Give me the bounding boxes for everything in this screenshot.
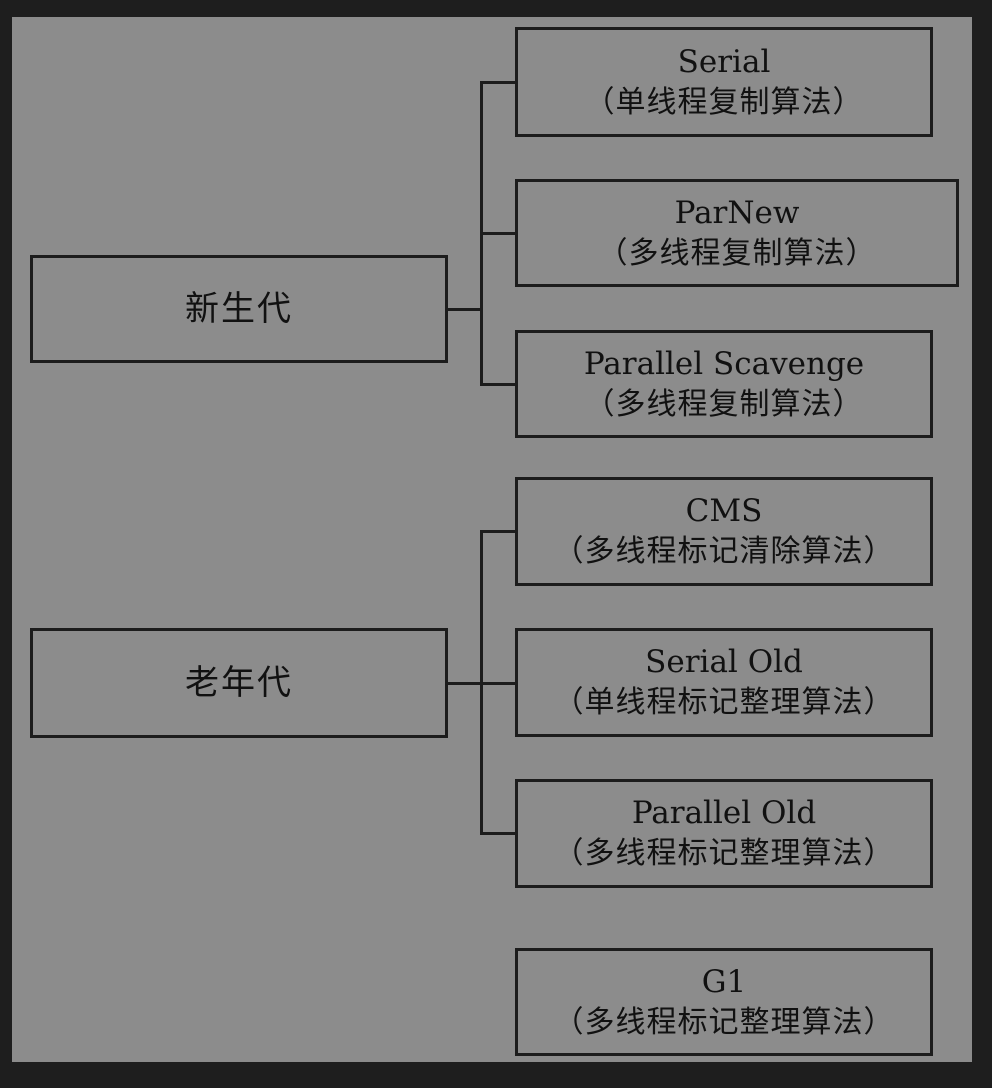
collector-box-parallel-old: Parallel Old （多线程标记整理算法） — [515, 779, 933, 888]
collector-name: Serial — [677, 43, 771, 80]
collector-algorithm: （单线程复制算法） — [584, 84, 864, 120]
young-generation-box: 新生代 — [30, 255, 448, 363]
connector-old-branch-cms — [480, 530, 518, 533]
connector-young-stem — [447, 308, 483, 311]
old-generation-label: 老年代 — [185, 662, 293, 703]
collector-algorithm: （多线程复制算法） — [584, 386, 864, 422]
collector-name: ParNew — [674, 194, 800, 231]
collector-box-serial: Serial （单线程复制算法） — [515, 27, 933, 137]
connector-young-branch-scavenge — [480, 383, 518, 386]
collector-name: CMS — [685, 493, 763, 530]
collector-box-cms: CMS （多线程标记清除算法） — [515, 477, 933, 586]
collector-box-serial-old: Serial Old （单线程标记整理算法） — [515, 628, 933, 737]
diagram-canvas: 新生代 老年代 Serial （单线程复制算法） ParNew （多线程复制算法… — [12, 17, 972, 1062]
connector-young-branch-serial — [480, 81, 518, 84]
collector-box-parallel-scavenge: Parallel Scavenge （多线程复制算法） — [515, 330, 933, 438]
collector-algorithm: （多线程复制算法） — [597, 235, 877, 271]
collector-name: Serial Old — [645, 644, 803, 681]
young-generation-label: 新生代 — [185, 288, 293, 329]
collector-algorithm: （多线程标记整理算法） — [553, 1004, 895, 1040]
collector-algorithm: （多线程标记清除算法） — [553, 534, 895, 570]
collector-box-parnew: ParNew （多线程复制算法） — [515, 179, 959, 287]
collector-box-g1: G1 （多线程标记整理算法） — [515, 948, 933, 1056]
connector-old-branch-parallel-old — [480, 832, 518, 835]
connector-old-branch-serial-old — [480, 682, 518, 685]
collector-algorithm: （多线程标记整理算法） — [553, 836, 895, 872]
old-generation-box: 老年代 — [30, 628, 448, 738]
collector-algorithm: （单线程标记整理算法） — [553, 685, 895, 721]
collector-name: Parallel Scavenge — [583, 345, 865, 382]
collector-name: G1 — [701, 963, 747, 1000]
connector-young-branch-parnew — [480, 232, 518, 235]
connector-old-stem — [447, 682, 483, 685]
collector-name: Parallel Old — [631, 795, 817, 832]
